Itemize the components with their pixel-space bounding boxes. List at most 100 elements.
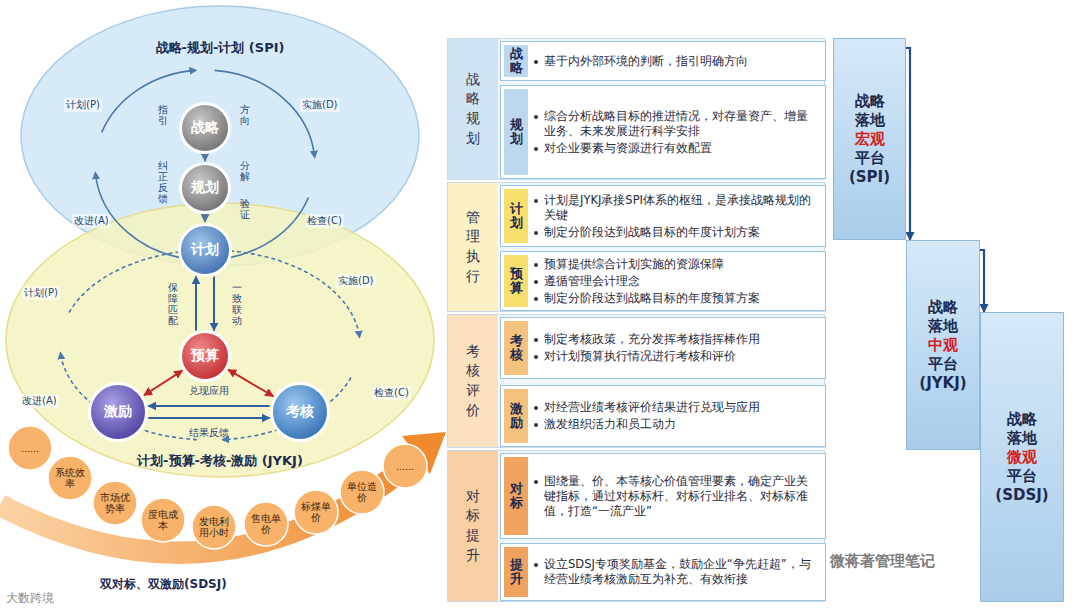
connector — [144, 371, 182, 396]
item-row: 规划综合分析战略目标的推进情况，对存量资产、增量业务、未来发展进行科学安排对企业… — [500, 85, 826, 179]
category-column: 管理执行 — [448, 183, 498, 311]
platform-box: 战略落地中观平台(JYKJ) — [906, 240, 980, 450]
connector — [204, 155, 206, 161]
sub-label-box: 预算 — [504, 255, 528, 307]
indicator-circle: ...... — [382, 443, 428, 489]
category-label: 管理执行 — [466, 208, 480, 286]
cycle-label: 方向 — [240, 104, 250, 126]
item-row: 考核制定考核政策，充分发挥考核指挥棒作用对计划预算执行情况进行考核和评价 — [500, 317, 826, 379]
sub-label: 考核 — [510, 334, 523, 363]
sub-label: 规划 — [510, 118, 523, 147]
category-band: 战略规划战略基于内外部环境的判断，指引明确方向规划综合分析战略目标的推进情况，对… — [447, 38, 825, 180]
watermark: 大数跨境 — [6, 590, 54, 607]
circle-text: 预算 — [191, 347, 219, 365]
platform-level: 宏观 — [855, 130, 885, 149]
cycle-arrow — [223, 250, 359, 336]
cycle-label: 纠正反馈 — [158, 160, 168, 204]
connector — [204, 215, 206, 222]
sub-label-box: 对标 — [504, 457, 528, 535]
sub-label: 战略 — [510, 47, 523, 76]
cycle-label: 验证 — [240, 198, 250, 220]
core-circle: 规划 — [179, 162, 231, 214]
platform-box: 战略落地微观平台(SDSJ) — [980, 312, 1064, 602]
indicator-circle: 标煤单价 — [293, 489, 339, 535]
connector-label: 兑现应用 — [189, 384, 229, 398]
platform-text: (SPI) — [849, 168, 890, 187]
platform-text: 平台 — [855, 149, 885, 168]
bullet-text: 围绕量、价、本等核心价值管理要素，确定产业关键指标，通过对标标杆、对标行业排名、… — [533, 474, 819, 519]
circle-text: 单位造价 — [344, 481, 380, 503]
connector-label: 结果反馈 — [189, 426, 229, 440]
category-band: 管理执行 计划计划是JYKJ承接SPI体系的枢纽，是承接战略规划的关键制定分阶段达… — [447, 182, 825, 312]
circle-text: 发电利用小时 — [196, 516, 232, 538]
circle-text: 战略 — [191, 119, 219, 137]
connector — [906, 48, 910, 240]
circle-text: 售电单价 — [248, 513, 284, 535]
item-row: 战略基于内外部环境的判断，指引明确方向 — [500, 41, 826, 81]
bullet-text: 制定分阶段达到战略目标的年度预算方案 — [533, 291, 819, 306]
cycle-label: 检查(C) — [372, 386, 411, 400]
cycle-label: 实施(D) — [336, 274, 376, 288]
circle-text: ...... — [12, 443, 48, 454]
sdsj-band — [0, 458, 418, 553]
platform-text: (JYKJ) — [919, 374, 966, 393]
cycle-arrow — [61, 353, 197, 439]
circle-text: 度电成本 — [145, 509, 181, 531]
category-label: 战略规划 — [466, 70, 480, 148]
bullet-text: 对计划预算执行情况进行考核和评价 — [533, 349, 819, 364]
cycle-label: 改进(A) — [72, 214, 111, 228]
core-circle: 预算 — [179, 330, 231, 382]
item-row: 提升设立SDSJ专项奖励基金，鼓励企业“争先赶超”，与经营业绩考核激励互为补充、… — [500, 543, 826, 601]
bullet-text: 制定分阶段达到战略目标的年度计划方案 — [533, 225, 819, 240]
connector — [213, 276, 215, 330]
connector — [980, 250, 984, 312]
sub-label-box: 提升 — [504, 547, 528, 597]
cycle-label: 检查(C) — [305, 214, 344, 228]
platform-text: 战略落地 — [853, 92, 886, 130]
circle-text: 标煤单价 — [298, 501, 334, 523]
sub-label-box: 计划 — [504, 189, 528, 243]
connector-label: 一致联动 — [232, 282, 242, 326]
platform-box: 战略落地宏观平台(SPI) — [833, 38, 906, 240]
platform-text: (SDSJ) — [995, 486, 1048, 505]
cycle-label: 指引 — [158, 104, 168, 126]
sub-label: 计划 — [510, 202, 523, 231]
circle-text: 计划 — [191, 241, 219, 259]
connector-label: 保障匹配 — [168, 282, 178, 326]
cycle-label: 计划(P) — [22, 286, 60, 300]
platform-level: 微观 — [1007, 448, 1037, 467]
ellipse-title: 战略-规划-计划 (SPI) — [20, 39, 420, 57]
circle-text: 考核 — [286, 403, 314, 421]
circle-text: 系统效率 — [52, 467, 88, 489]
circle-text: 市场优势率 — [97, 492, 133, 514]
indicator-circle: 单位造价 — [339, 469, 385, 515]
item-row: 计划计划是JYKJ承接SPI体系的枢纽，是承接战略规划的关键制定分阶段达到战略目… — [500, 185, 826, 247]
item-row: 预算预算提供综合计划实施的资源保障遵循管理会计理念制定分阶段达到战略目标的年度预… — [500, 251, 826, 311]
bullet-text: 预算提供综合计划实施的资源保障 — [533, 257, 819, 272]
sub-label-box: 考核 — [504, 321, 528, 375]
platform-text: 平台 — [928, 355, 958, 374]
platform-text: 平台 — [1007, 467, 1037, 486]
indicator-circle: 系统效率 — [47, 455, 93, 501]
watermark: 微蒋著管理笔记 — [830, 552, 935, 571]
sub-label: 预算 — [510, 267, 523, 296]
platform-text: 战略落地 — [927, 298, 960, 336]
connector — [195, 276, 197, 330]
category-label: 考核评价 — [466, 342, 480, 420]
sub-label-box: 规划 — [504, 89, 528, 175]
connector — [228, 370, 273, 397]
circle-text: 规划 — [191, 179, 219, 197]
category-column: 战略规划 — [448, 39, 498, 179]
core-circle: 激励 — [88, 382, 148, 442]
platform-level: 中观 — [928, 336, 958, 355]
bullet-text: 设立SDSJ专项奖励基金，鼓励企业“争先赶超”，与经营业绩考核激励互为补充、有效… — [533, 557, 819, 587]
bullet-text: 遵循管理会计理念 — [533, 274, 819, 289]
category-band: 对标提升对标围绕量、价、本等核心价值管理要素，确定产业关键指标，通过对标标杆、对… — [447, 450, 825, 602]
sub-label: 对标 — [510, 482, 523, 511]
item-row: 激励对经营业绩考核评价结果进行兑现与应用激发组织活力和员工动力 — [500, 385, 826, 447]
connector — [148, 417, 269, 419]
bullet-text: 对经营业绩考核评价结果进行兑现与应用 — [533, 400, 819, 415]
core-circle: 考核 — [270, 382, 330, 442]
bullet-text: 综合分析战略目标的推进情况，对存量资产、增量业务、未来发展进行科学安排 — [533, 109, 819, 139]
category-band: 考核评价 考核制定考核政策，充分发挥考核指挥棒作用对计划预算执行情况进行考核和评价… — [447, 314, 825, 448]
